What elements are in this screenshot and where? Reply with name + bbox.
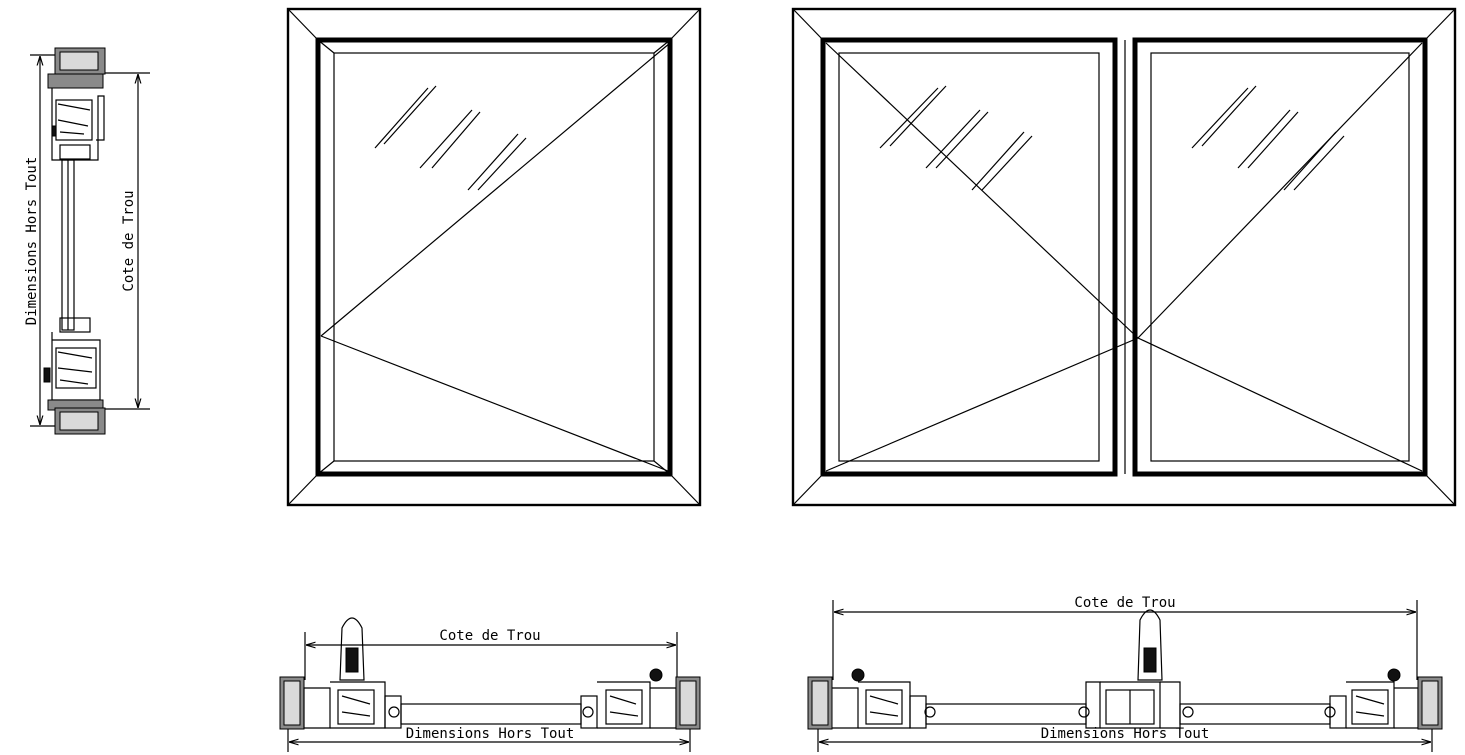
single-outer-label: Dimensions Hors Tout	[406, 726, 575, 742]
central-handle	[1137, 609, 1163, 681]
double-horizontal-section: Cote de Trou Dimensions Hors Tout	[807, 595, 1443, 752]
section-outer-label: Dimensions Hors Tout	[24, 157, 40, 326]
double-outer-frame	[791, 7, 1457, 507]
single-window-elevation	[286, 7, 702, 507]
top-profile	[47, 47, 106, 161]
single-horizontal-section: Cote de Trou Dimensions Hors Tout	[279, 617, 701, 752]
single-sash	[315, 37, 673, 477]
single-hole-label: Cote de Trou	[439, 628, 540, 644]
double-left-sash	[820, 37, 1118, 477]
section-hole-label: Cote de Trou	[121, 190, 137, 291]
double-outer-label: Dimensions Hors Tout	[1041, 726, 1210, 742]
glass-reflection-marks-right	[1191, 85, 1345, 191]
vertical-section-view: Dimensions Hors Tout Cote de Trou	[24, 47, 150, 435]
double-hole-label: Cote de Trou	[1074, 595, 1175, 611]
handle	[339, 617, 365, 681]
single-glazing	[400, 703, 582, 725]
glass-reflection-marks	[374, 85, 527, 191]
bottom-profile	[43, 317, 106, 435]
double-right-sash	[1132, 37, 1428, 477]
single-outer-frame	[286, 7, 702, 507]
double-window-elevation	[791, 7, 1457, 507]
glass-reflection-marks-left	[879, 85, 1033, 191]
